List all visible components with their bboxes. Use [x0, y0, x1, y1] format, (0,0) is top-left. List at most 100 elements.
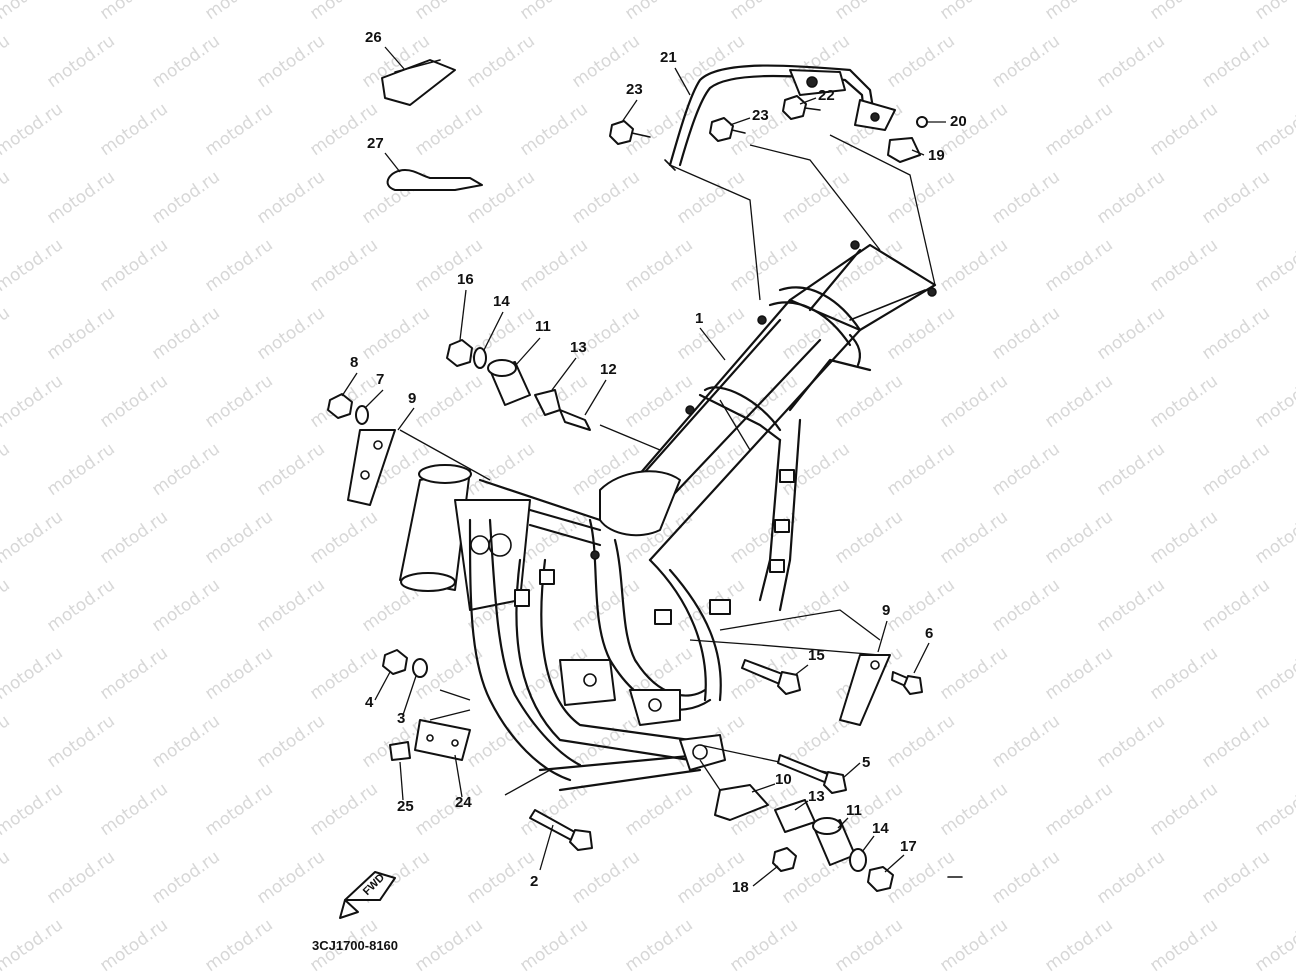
frame-body	[399, 134, 937, 796]
watermark-text: motod.ru	[1093, 711, 1168, 772]
watermark-text: motod.ru	[0, 99, 67, 160]
watermark-text: motod.ru	[148, 575, 223, 636]
callout-19: 19	[928, 147, 945, 164]
part-25-bolt	[389, 741, 411, 761]
part-7-washer	[355, 405, 369, 425]
watermark-text: motod.ru	[306, 0, 381, 24]
watermark-text: motod.ru	[148, 439, 223, 500]
part-23-bolt-left	[609, 120, 634, 145]
watermark-text: motod.ru	[463, 167, 538, 228]
watermark-text: motod.ru	[148, 167, 223, 228]
callout-10: 10	[775, 771, 792, 788]
watermark-text: motod.ru	[1198, 439, 1273, 500]
watermark-text: motod.ru	[96, 0, 171, 24]
part-9-bracket-right	[839, 654, 891, 726]
watermark-text: motod.ru	[621, 371, 696, 432]
watermark-text: motod.ru	[43, 575, 118, 636]
watermark-text: motod.ru	[988, 575, 1063, 636]
callout-4: 4	[365, 694, 374, 711]
callout-22: 22	[818, 87, 835, 104]
watermark-text: motod.ru	[96, 371, 171, 432]
watermark-text: motod.ru	[0, 507, 67, 568]
part-9-bracket-left	[347, 429, 396, 506]
watermark-text: motod.ru	[253, 303, 328, 364]
watermark-text: motod.ru	[936, 235, 1011, 296]
watermark-text: motod.ru	[148, 31, 223, 92]
watermark-text: motod.ru	[1198, 303, 1273, 364]
watermark-text: motod.ru	[1146, 235, 1221, 296]
watermark-text: motod.ru	[1093, 575, 1168, 636]
watermark-text: motod.ru	[883, 439, 958, 500]
watermark-text: motod.ru	[1041, 507, 1116, 568]
watermark-text: motod.ru	[831, 915, 906, 972]
callout-17: 17	[900, 838, 917, 855]
watermark-text: motod.ru	[463, 439, 538, 500]
watermark-text: motod.ru	[778, 167, 853, 228]
watermark-text: motod.ru	[1198, 575, 1273, 636]
watermark-text: motod.ru	[1093, 31, 1168, 92]
watermark-text: motod.ru	[0, 31, 14, 92]
watermark-text: motod.ru	[411, 235, 486, 296]
watermark-text: motod.ru	[516, 0, 591, 24]
watermark-text: motod.ru	[1146, 643, 1221, 704]
watermark-text: motod.ru	[936, 99, 1011, 160]
watermark-text: motod.ru	[988, 167, 1063, 228]
watermark-text: motod.ru	[96, 915, 171, 972]
callout-13-lower: 13	[808, 788, 825, 805]
watermark-text: motod.ru	[1251, 507, 1296, 568]
part-17-bolt	[867, 866, 894, 892]
watermark-text: motod.ru	[96, 779, 171, 840]
watermark-text: motod.ru	[148, 847, 223, 908]
part-18-bolt	[772, 847, 797, 872]
rear-handle-bar	[664, 64, 896, 171]
watermark-text: motod.ru	[411, 99, 486, 160]
watermark-text: motod.ru	[726, 915, 801, 972]
callout-18: 18	[732, 879, 749, 896]
watermark-text: motod.ru	[201, 235, 276, 296]
part-20-screw	[916, 116, 928, 128]
callout-2: 2	[530, 873, 538, 890]
diagram-code: 3CJ1700-8160	[312, 938, 398, 953]
watermark-text: motod.ru	[1093, 847, 1168, 908]
watermark-text: motod.ru	[1198, 167, 1273, 228]
watermark-text: motod.ru	[253, 439, 328, 500]
watermark-text: motod.ru	[1146, 0, 1221, 24]
watermark-text: motod.ru	[568, 575, 643, 636]
callout-9-left: 9	[408, 390, 416, 407]
callout-16: 16	[457, 271, 474, 288]
watermark-text: motod.ru	[1251, 779, 1296, 840]
watermark-text: motod.ru	[726, 0, 801, 24]
watermark-text: motod.ru	[253, 847, 328, 908]
part-19-clip	[887, 137, 921, 163]
watermark-text: motod.ru	[673, 303, 748, 364]
watermark-text: motod.ru	[1041, 915, 1116, 972]
watermark-text: motod.ru	[1251, 0, 1296, 24]
watermark-text: motod.ru	[1093, 439, 1168, 500]
watermark-text: motod.ru	[988, 847, 1063, 908]
part-24-plate	[414, 719, 471, 761]
watermark-text: motod.ru	[883, 31, 958, 92]
watermark-text: motod.ru	[201, 99, 276, 160]
callout-15: 15	[808, 647, 825, 664]
watermark-text: motod.ru	[1093, 167, 1168, 228]
callout-20: 20	[950, 113, 967, 130]
watermark-text: motod.ru	[96, 507, 171, 568]
callout-leaders	[341, 46, 946, 887]
watermark-text: motod.ru	[1146, 371, 1221, 432]
watermark-text: motod.ru	[568, 847, 643, 908]
watermark-text: motod.ru	[883, 711, 958, 772]
watermark-text: motod.ru	[358, 303, 433, 364]
watermark-text: motod.ru	[621, 235, 696, 296]
watermark-text: motod.ru	[201, 643, 276, 704]
watermark-text: motod.ru	[831, 235, 906, 296]
callout-5: 5	[862, 754, 870, 771]
callout-23-left: 23	[626, 81, 643, 98]
watermark-text: motod.ru	[0, 235, 67, 296]
watermark-text: motod.ru	[253, 711, 328, 772]
watermark-text: motod.ru	[988, 303, 1063, 364]
watermark-text: motod.ru	[1041, 643, 1116, 704]
watermark-text: motod.ru	[306, 235, 381, 296]
watermark-text: motod.ru	[0, 915, 67, 972]
watermark-text: motod.ru	[778, 575, 853, 636]
